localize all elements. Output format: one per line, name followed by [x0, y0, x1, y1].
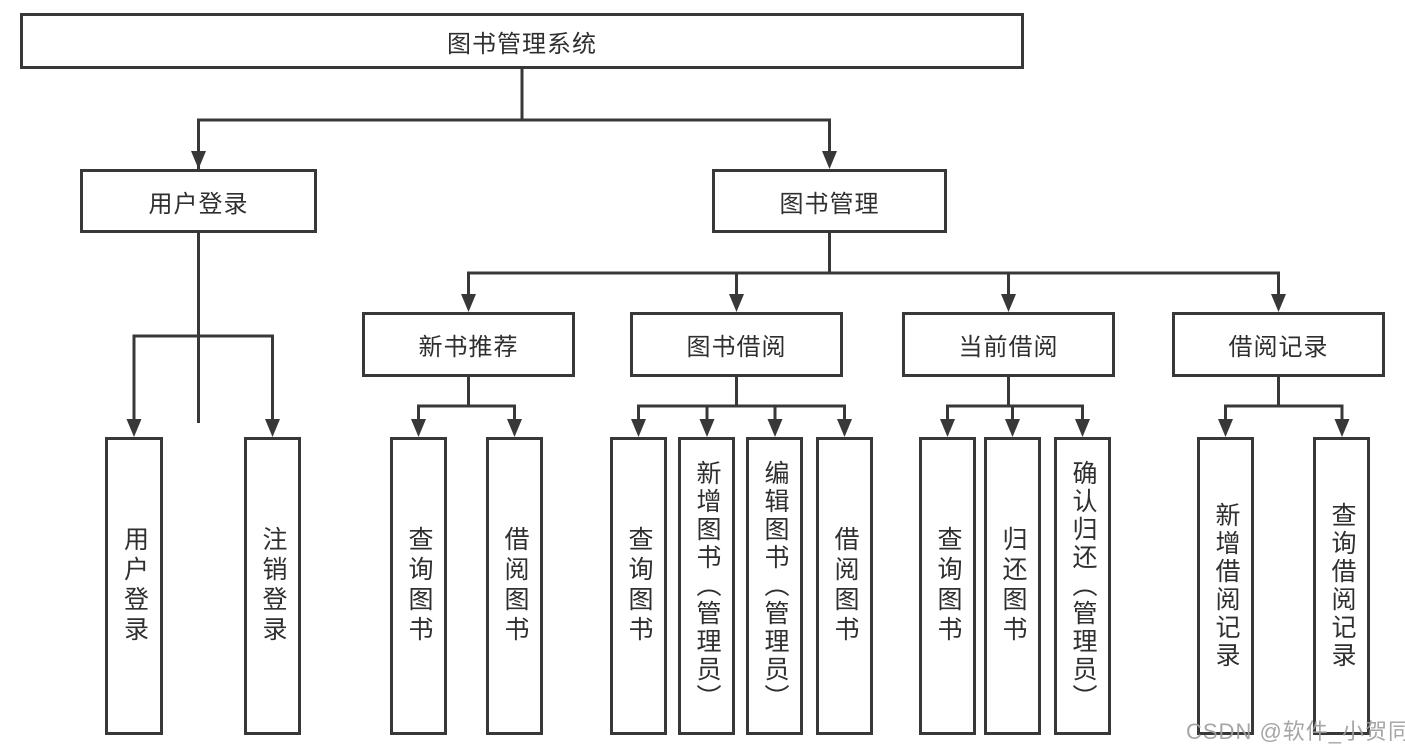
leaf-user-login-label: 用户登录: [120, 526, 149, 646]
node-borrow-records-label: 借阅记录: [1228, 334, 1329, 361]
leaf-borrowing-edit-books-admin: 编辑图书（管理员）: [746, 437, 803, 735]
leaf-borrowing-query-books: 查询图书: [610, 437, 667, 735]
leaf-newbooks-borrow-books: 借阅图书: [486, 437, 543, 735]
leaf-records-add-record-label: 新增借阅记录: [1212, 502, 1240, 670]
node-book-management-label: 图书管理: [779, 190, 880, 218]
leaf-logout-label: 注销登录: [259, 526, 287, 646]
leaf-newbooks-query-books: 查询图书: [390, 437, 447, 735]
leaf-current-confirm-return-admin-label: 确认归还（管理员）: [1069, 460, 1097, 712]
leaf-borrowing-borrow-books: 借阅图书: [816, 437, 873, 735]
leaf-borrowing-add-books-admin-label: 新增图书（管理员）: [693, 460, 721, 712]
node-user-login-label: 用户登录: [148, 190, 249, 218]
csdn-watermark: CSDN @软件_小贺同学: [1186, 719, 1405, 744]
node-new-book-recommend-label: 新书推荐: [418, 334, 519, 361]
leaf-records-query-record: 查询借阅记录: [1313, 437, 1370, 735]
leaf-records-add-record: 新增借阅记录: [1197, 437, 1254, 735]
node-user-login: 用户登录: [80, 169, 317, 233]
leaf-logout: 注销登录: [244, 437, 301, 735]
node-book-management: 图书管理: [712, 169, 947, 233]
leaf-newbooks-borrow-books-label: 借阅图书: [501, 526, 529, 646]
node-root: 图书管理系统: [20, 13, 1024, 69]
leaf-current-return-books-label: 归还图书: [999, 526, 1027, 646]
leaf-current-return-books: 归还图书: [984, 437, 1041, 735]
leaf-borrowing-add-books-admin: 新增图书（管理员）: [678, 437, 735, 735]
leaf-current-query-books-label: 查询图书: [934, 526, 962, 646]
node-root-label: 图书管理系统: [447, 30, 597, 58]
node-borrow-records: 借阅记录: [1172, 312, 1385, 377]
leaf-current-query-books: 查询图书: [919, 437, 976, 735]
node-new-book-recommend: 新书推荐: [362, 312, 575, 377]
leaf-borrowing-borrow-books-label: 借阅图书: [831, 526, 859, 646]
node-current-borrowing-label: 当前借阅: [958, 334, 1059, 361]
node-book-borrowing-label: 图书借阅: [686, 334, 787, 361]
leaf-current-confirm-return-admin: 确认归还（管理员）: [1054, 437, 1111, 735]
leaf-newbooks-query-books-label: 查询图书: [405, 526, 433, 646]
node-book-borrowing: 图书借阅: [630, 312, 843, 377]
leaf-user-login: 用户登录: [105, 437, 163, 735]
leaf-borrowing-edit-books-admin-label: 编辑图书（管理员）: [761, 460, 789, 712]
leaf-borrowing-query-books-label: 查询图书: [625, 526, 653, 646]
leaf-records-query-record-label: 查询借阅记录: [1328, 502, 1356, 670]
node-current-borrowing: 当前借阅: [902, 312, 1115, 377]
